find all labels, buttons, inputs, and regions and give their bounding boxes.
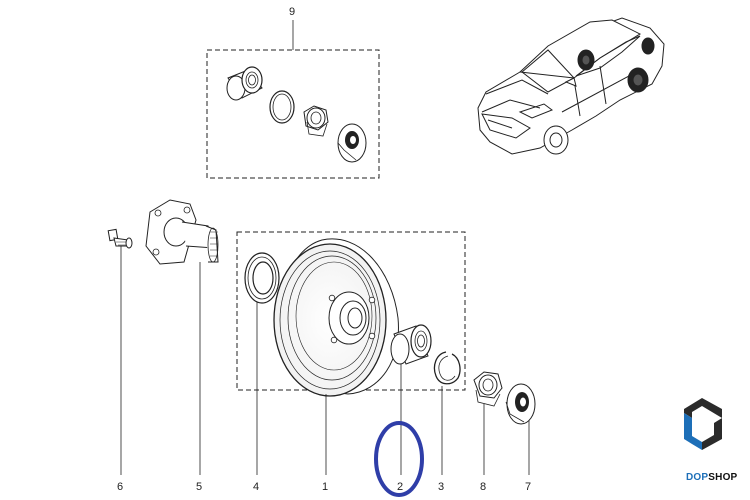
callout-7-label: 7 [525, 481, 531, 493]
kit-hub-nut-part [303, 105, 329, 137]
kit-9-group: 9 [206, 6, 380, 179]
kit-9-dashed-frame [206, 49, 380, 179]
wheel-bearing-part-2: 2 [390, 324, 432, 493]
brand-prefix: DOP [686, 472, 709, 483]
kit-grease-cap-part [337, 123, 367, 163]
brand-wordmark: DOPSHOP [686, 472, 737, 483]
kit-retaining-ring-part [269, 90, 295, 124]
retaining-ring-part-3: 3 [433, 351, 461, 493]
brake-drum-part-1: 1 [273, 238, 399, 493]
car-illustration [477, 17, 665, 155]
callout-9-label: 9 [289, 6, 295, 18]
callout-5-label: 5 [196, 481, 202, 493]
callout-2-label: 2 [397, 481, 403, 493]
callout-6-label: 6 [117, 481, 123, 493]
bolt-part-6: 6 [107, 228, 133, 493]
kit-bearing-part [226, 66, 263, 101]
callout-3-label: 3 [438, 481, 444, 493]
callout-8-label: 8 [480, 481, 486, 493]
callout-1-label: 1 [322, 481, 328, 493]
brand-suffix: SHOP [708, 472, 738, 483]
callout-4-label: 4 [253, 481, 259, 493]
highlight-ellipse [374, 421, 424, 497]
oil-seal-part-4: 4 [244, 252, 280, 493]
hub-nut-part-8: 8 [473, 371, 503, 493]
grease-cap-part-7: 7 [505, 383, 536, 493]
dopshop-logo-icon [684, 398, 722, 450]
stub-axle-part-5: 5 [145, 199, 219, 493]
